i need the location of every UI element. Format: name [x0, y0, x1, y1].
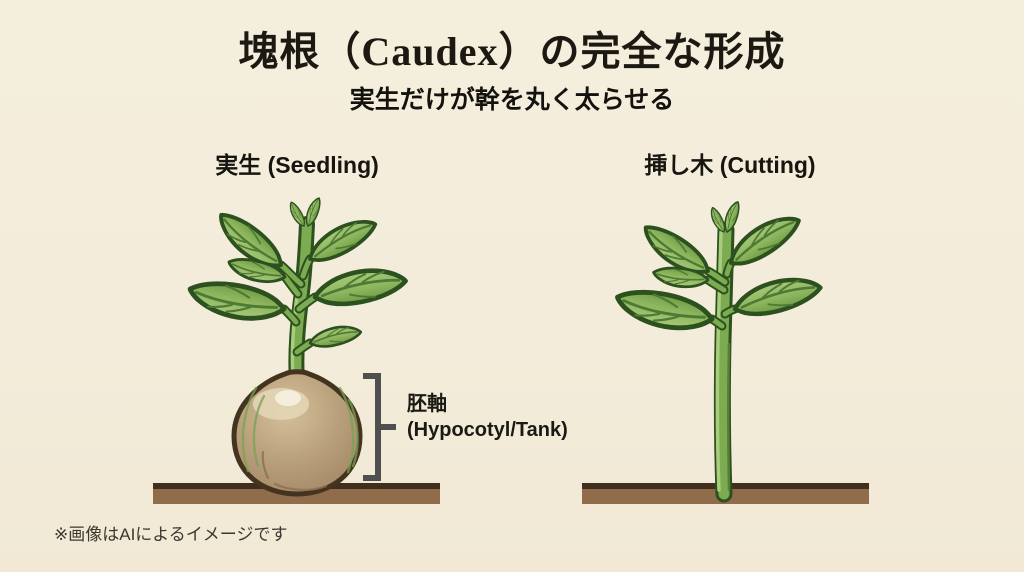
hypocotyl-bracket — [363, 373, 396, 481]
caudex-bulb — [231, 369, 363, 497]
seedling-label: 実生 (Seedling) — [215, 152, 379, 178]
page-title: 塊根（Caudex）の完全な形成 — [238, 29, 786, 74]
cutting-label: 挿し木 (Cutting) — [644, 152, 816, 178]
ai-image-disclaimer: ※画像はAIによるイメージです — [54, 525, 288, 544]
seedling-illustration — [168, 195, 432, 497]
cutting-illustration — [595, 199, 859, 503]
hypocotyl-annotation: 胚軸 (Hypocotyl/Tank) — [407, 391, 568, 443]
hypocotyl-label-ja: 胚軸 — [407, 393, 447, 415]
hypocotyl-label-en: (Hypocotyl/Tank) — [407, 419, 568, 441]
page-subtitle: 実生だけが幹を丸く太らせる — [349, 86, 675, 114]
